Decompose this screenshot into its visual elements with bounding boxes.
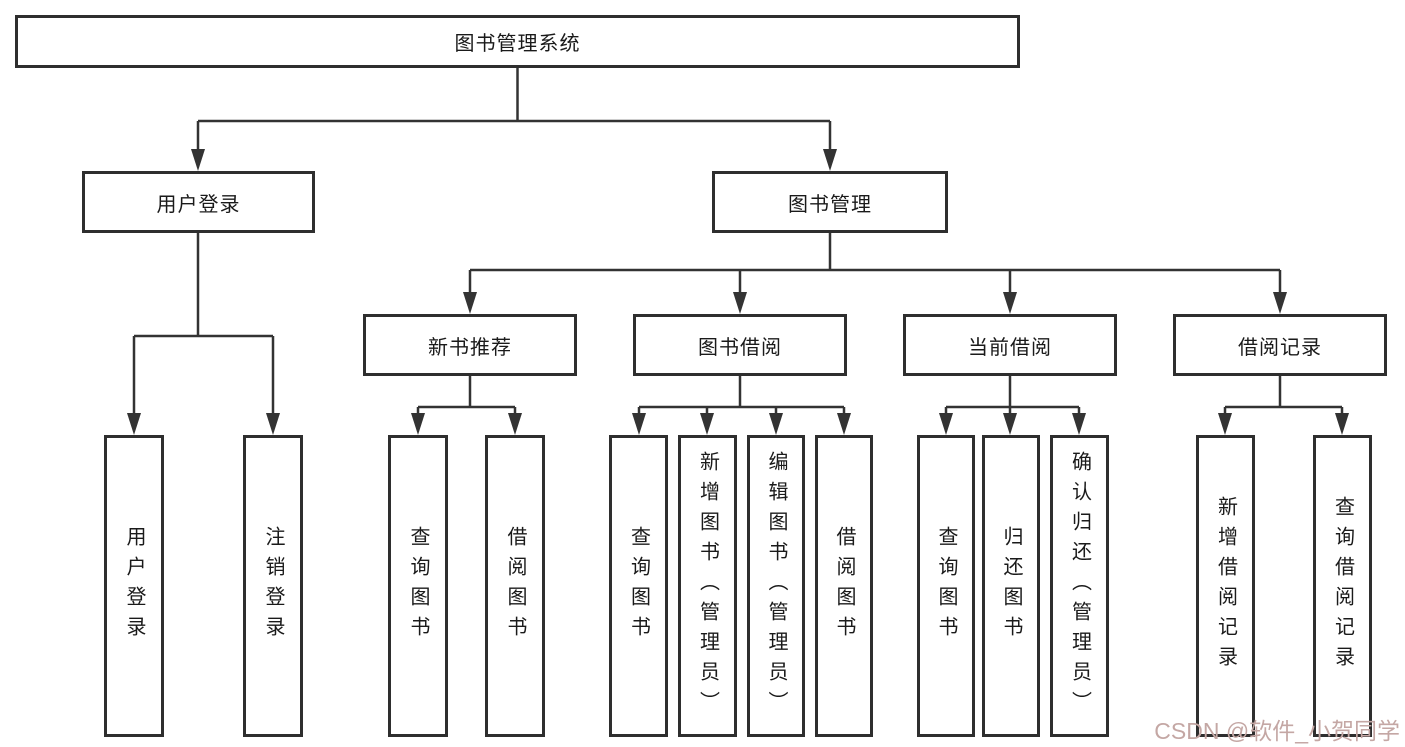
- arrowhead-icons: [127, 149, 1349, 435]
- leaf-user-login: 用户登录: [104, 435, 164, 737]
- leaf-logout-login: 注销登录: [243, 435, 303, 737]
- leaf-query-books-recommend: 查询图书: [388, 435, 448, 737]
- node-book-management-label: 图书管理: [788, 193, 872, 216]
- leaf-confirm-return-admin-label: 确认归还（管理员）: [1068, 451, 1091, 721]
- node-current-borrow: 当前借阅: [903, 314, 1117, 376]
- watermark: CSDN @软件_小贺同学: [1154, 718, 1400, 744]
- leaf-add-books-admin: 新增图书（管理员）: [678, 435, 737, 737]
- leaf-edit-books-admin: 编辑图书（管理员）: [747, 435, 805, 737]
- node-user-login: 用户登录: [82, 171, 315, 233]
- leaf-query-books-borrow-label: 查询图书: [627, 526, 650, 646]
- node-current-borrow-label: 当前借阅: [968, 336, 1052, 359]
- node-new-book-recommend: 新书推荐: [363, 314, 577, 376]
- node-user-login-label: 用户登录: [156, 193, 241, 216]
- node-book-management: 图书管理: [712, 171, 948, 233]
- leaf-borrow-books-borrow: 借阅图书: [815, 435, 873, 737]
- leaf-query-borrow-record: 查询借阅记录: [1313, 435, 1372, 737]
- leaf-edit-books-admin-label: 编辑图书（管理员）: [765, 451, 787, 721]
- node-root-label: 图书管理系统: [454, 33, 581, 55]
- leaf-borrow-books-recommend-label: 借阅图书: [504, 526, 526, 646]
- leaf-add-books-admin-label: 新增图书（管理员）: [696, 451, 719, 721]
- node-borrow-records-label: 借阅记录: [1238, 336, 1322, 359]
- leaf-confirm-return-admin: 确认归还（管理员）: [1050, 435, 1109, 737]
- leaf-query-borrow-record-label: 查询借阅记录: [1331, 496, 1354, 676]
- leaf-return-books-label: 归还图书: [1000, 526, 1022, 646]
- node-book-borrow: 图书借阅: [633, 314, 847, 376]
- leaf-borrow-books-borrow-label: 借阅图书: [833, 526, 855, 646]
- leaf-borrow-books-recommend: 借阅图书: [485, 435, 545, 737]
- tree-connector-path: [132, 68, 1344, 416]
- leaf-return-books: 归还图书: [982, 435, 1040, 737]
- leaf-user-login-label: 用户登录: [123, 526, 145, 646]
- leaf-query-books-current: 查询图书: [917, 435, 975, 737]
- leaf-query-books-recommend-label: 查询图书: [407, 526, 429, 646]
- leaf-logout-login-label: 注销登录: [262, 526, 284, 646]
- node-book-borrow-label: 图书借阅: [698, 336, 782, 359]
- leaf-add-borrow-record: 新增借阅记录: [1196, 435, 1255, 737]
- leaf-query-books-borrow: 查询图书: [609, 435, 668, 737]
- node-root: 图书管理系统: [15, 15, 1020, 68]
- node-new-book-recommend-label: 新书推荐: [428, 336, 512, 359]
- leaf-query-books-current-label: 查询图书: [935, 526, 957, 646]
- leaf-add-borrow-record-label: 新增借阅记录: [1214, 496, 1237, 676]
- node-borrow-records: 借阅记录: [1173, 314, 1387, 376]
